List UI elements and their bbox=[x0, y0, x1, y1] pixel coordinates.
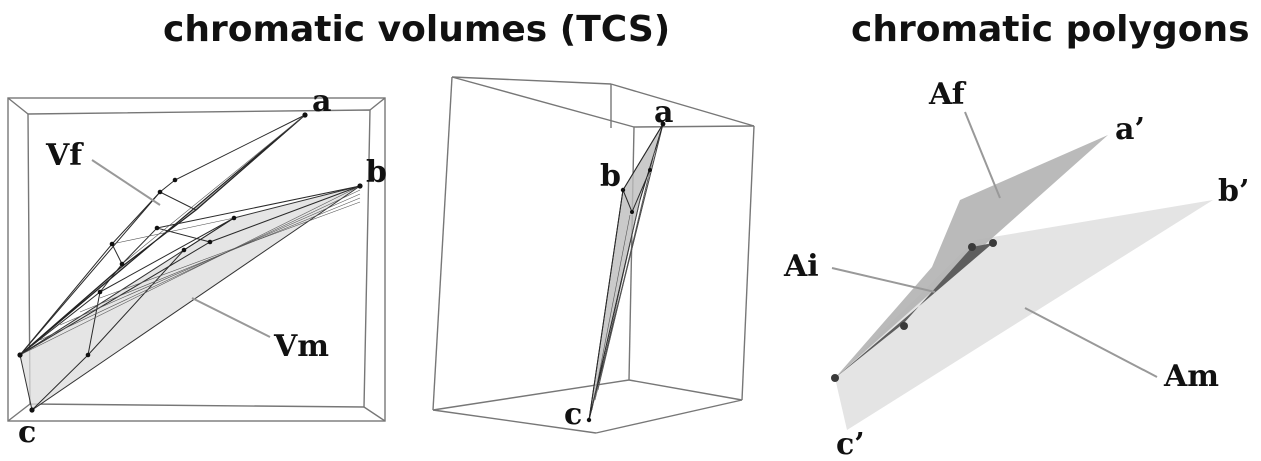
volume-mesh-2 bbox=[588, 123, 664, 421]
polygons-heading: chromatic polygons bbox=[851, 9, 1250, 50]
polygon-vertices bbox=[831, 239, 997, 382]
vf-label: Vf bbox=[45, 138, 84, 173]
volume-vertices-2 bbox=[586, 121, 666, 423]
am-label: Am bbox=[1163, 359, 1219, 394]
b-prime-label: b’ bbox=[1218, 174, 1249, 209]
vertex-c-label-2: c bbox=[564, 397, 582, 432]
c-prime-label: c’ bbox=[836, 427, 865, 461]
polygon-am bbox=[835, 200, 1213, 430]
bounding-box-2 bbox=[432, 76, 755, 434]
bounding-box-1 bbox=[7, 97, 386, 422]
vertex-a-label-2: a bbox=[654, 95, 673, 130]
volume-view-1: a b c Vf Vm bbox=[7, 84, 387, 450]
volume-vertices-1 bbox=[17, 112, 363, 413]
vertex-b-label-2: b bbox=[600, 159, 621, 194]
volume-mesh-1 bbox=[19, 114, 361, 411]
leader-vf bbox=[91, 159, 161, 206]
a-prime-label: a’ bbox=[1115, 112, 1145, 147]
leader-af bbox=[964, 111, 1001, 199]
ai-label: Ai bbox=[783, 249, 819, 284]
vertex-c-label: c bbox=[18, 415, 36, 450]
leader-am bbox=[1024, 307, 1158, 378]
af-label: Af bbox=[928, 77, 967, 112]
volumes-heading: chromatic volumes (TCS) bbox=[163, 9, 671, 50]
volume-view-2: a b c bbox=[432, 76, 755, 434]
volume-vm bbox=[19, 185, 361, 411]
vm-label: Vm bbox=[273, 329, 329, 364]
polygon-view: Af Ai Am a’ b’ c’ bbox=[783, 77, 1249, 461]
vertex-b-label: b bbox=[366, 155, 387, 190]
polygon-ai bbox=[835, 243, 993, 378]
leader-ai bbox=[831, 267, 936, 293]
vertex-a-label: a bbox=[312, 84, 331, 119]
leader-vm bbox=[191, 297, 271, 338]
